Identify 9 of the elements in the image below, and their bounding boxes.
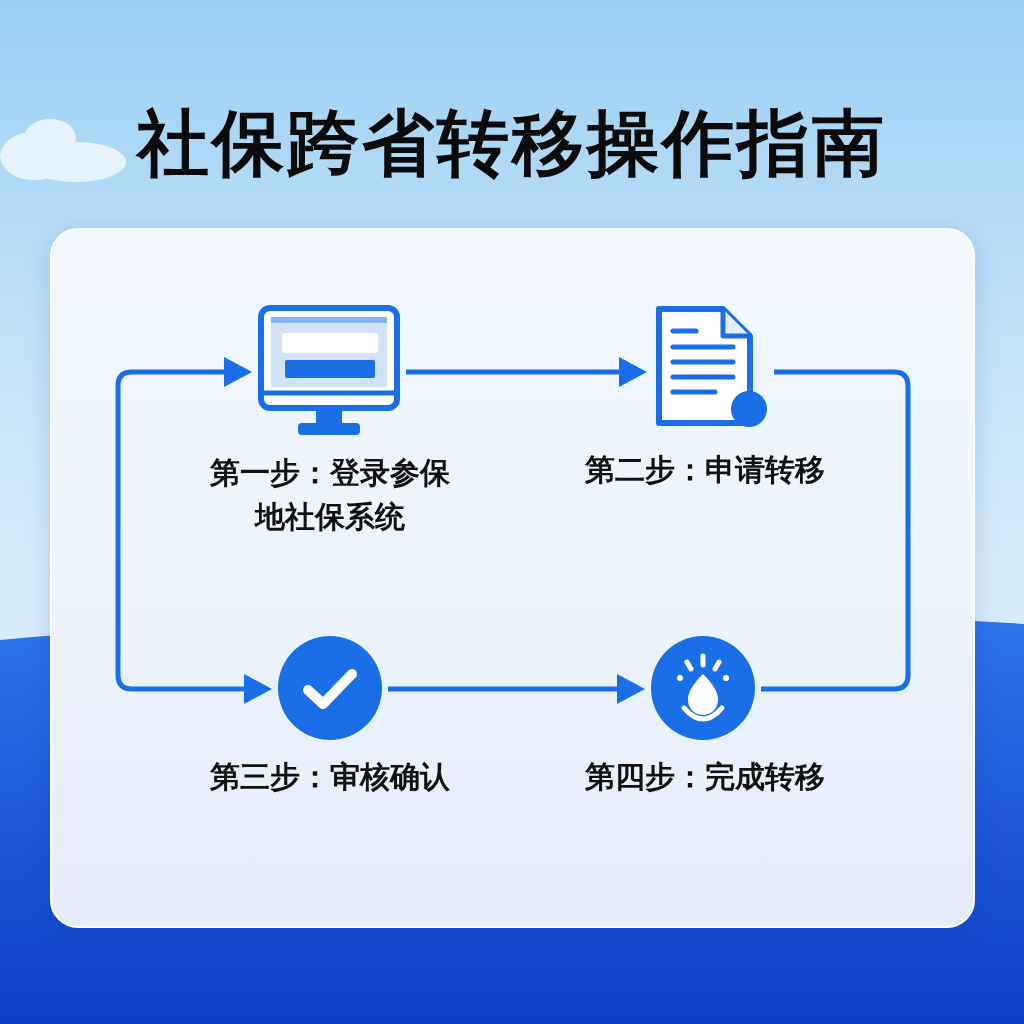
step-title: 第二步：申请转移 xyxy=(585,451,825,489)
arrow xyxy=(115,357,272,704)
connector-line xyxy=(761,369,911,692)
page-title: 社保跨省转移操作指南 xyxy=(137,100,887,187)
step-title: 第四步：完成转移 xyxy=(585,758,825,796)
arrow xyxy=(388,674,645,704)
arrow xyxy=(406,357,647,387)
step-title: 第一步：登录参保地社保系统 xyxy=(209,454,451,536)
step-title: 第三步：审核确认 xyxy=(210,758,450,796)
